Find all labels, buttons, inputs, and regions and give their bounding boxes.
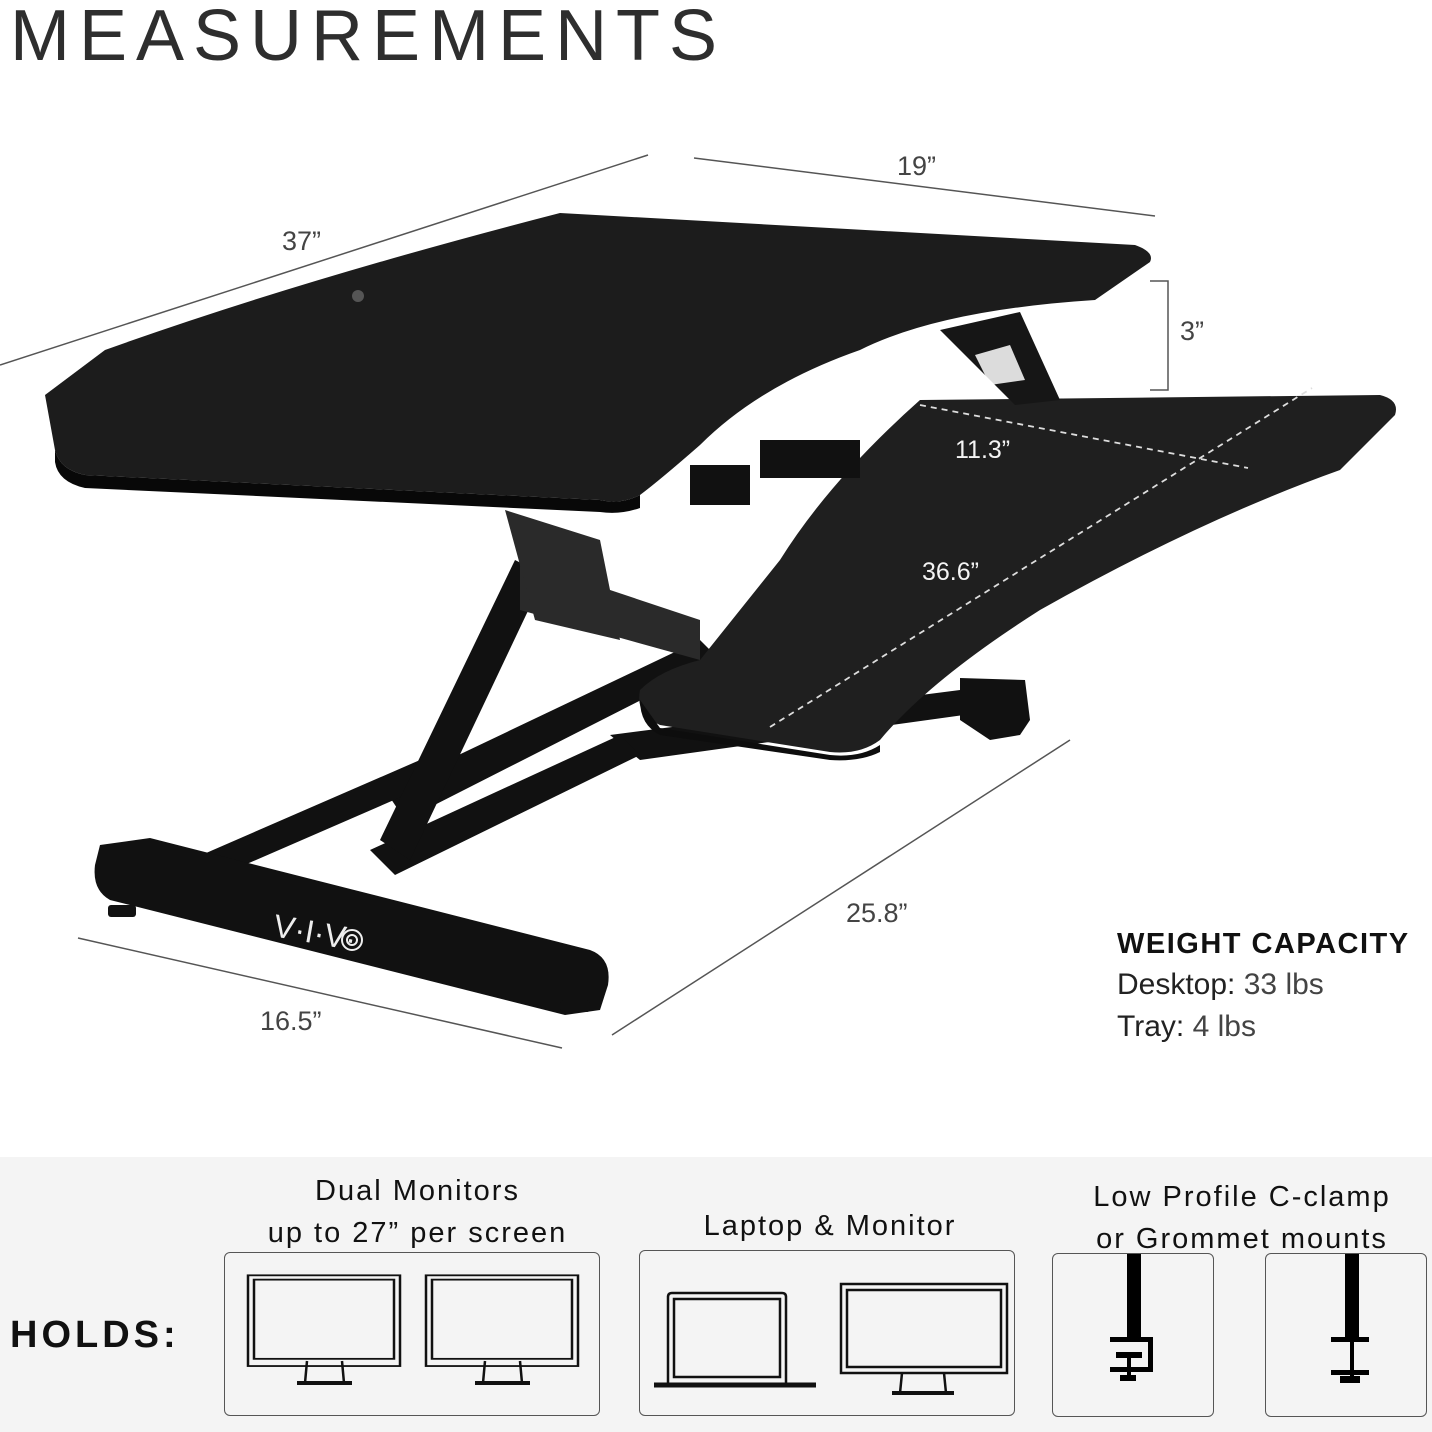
caption-line2: or Grommet mounts (1096, 1223, 1388, 1255)
laptop-monitor-caption: Laptop & Monitor (640, 1205, 1020, 1247)
grommet-icon (1331, 1254, 1369, 1383)
desktop-capacity: Desktop: 33 lbs (1117, 964, 1410, 1006)
standing-desk-illustration: V·I·V· (0, 154, 1396, 1049)
laptop-icon (654, 1291, 816, 1388)
caption-line2: up to 27” per screen (267, 1217, 568, 1249)
desktop-capacity-label: Desktop: (1117, 968, 1236, 1001)
tray-depth-label: 11.3” (955, 436, 1011, 464)
weight-capacity: WEIGHT CAPACITY Desktop: 33 lbs Tray: 4 … (1117, 924, 1410, 1048)
desktop-height-label: 3” (1180, 316, 1205, 346)
tray-capacity-value: 4 lbs (1192, 1010, 1256, 1043)
c-clamp-box (1052, 1253, 1214, 1417)
page-title: MEASUREMENTS (10, 0, 727, 76)
weight-capacity-heading: WEIGHT CAPACITY (1117, 928, 1410, 960)
dual-monitors-box (224, 1252, 600, 1416)
desktop-capacity-value: 33 lbs (1243, 968, 1324, 1001)
dual-monitors-caption: Dual Monitors up to 27” per screen (225, 1170, 610, 1254)
base-width-label: 16.5” (260, 1006, 322, 1036)
caption-line1: Dual Monitors (315, 1175, 520, 1207)
desktop-width-label: 37” (282, 226, 322, 256)
grommet-box (1265, 1253, 1427, 1417)
base-depth-label: 25.8” (846, 898, 908, 928)
tray-width-label: 36.6” (922, 558, 979, 586)
monitor-icon (424, 1274, 580, 1385)
monitor-icon (839, 1282, 1009, 1395)
monitor-icon (246, 1274, 402, 1385)
tray-capacity-label: Tray: (1117, 1010, 1185, 1043)
tray-capacity: Tray: 4 lbs (1117, 1006, 1410, 1048)
mounts-caption: Low Profile C-clamp or Grommet mounts (1052, 1176, 1432, 1260)
c-clamp-icon (1110, 1254, 1153, 1381)
holds-label: HOLDS: (10, 1314, 180, 1356)
caption-line1: Low Profile C-clamp (1093, 1181, 1391, 1213)
caption-line1: Laptop & Monitor (703, 1210, 957, 1242)
laptop-monitor-box (639, 1250, 1015, 1416)
desktop-depth-label: 19” (897, 151, 937, 181)
